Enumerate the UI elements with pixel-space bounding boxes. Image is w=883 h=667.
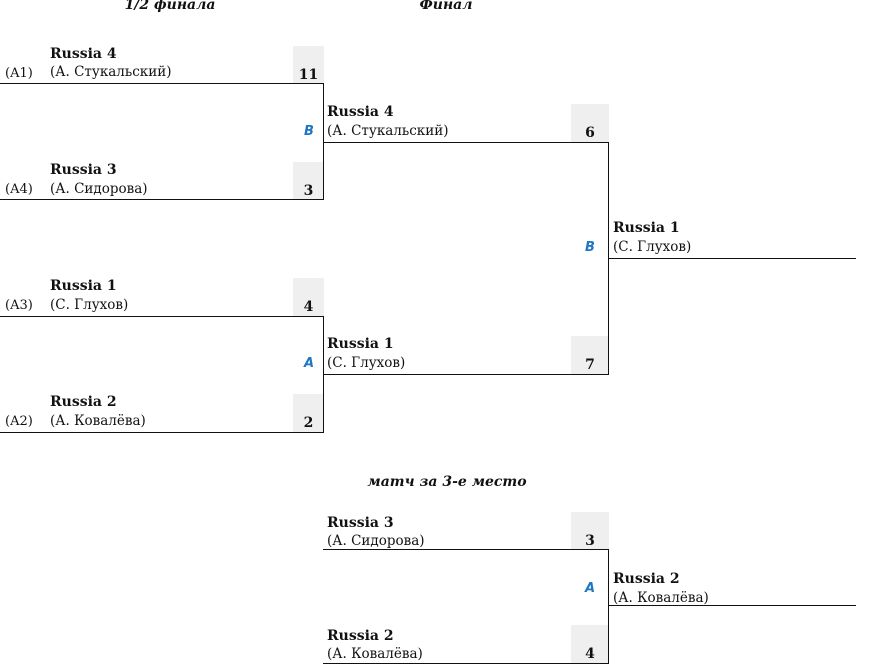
score-cell: 4 (293, 278, 324, 316)
score-cell: 6 (571, 104, 609, 142)
court-label: A (303, 356, 315, 371)
score-cell: 4 (571, 625, 609, 663)
team-name: Russia 4 (50, 46, 117, 62)
team-name: Russia 4 (327, 104, 394, 120)
seed-label: (A3) (5, 298, 33, 313)
bracket-connector (323, 83, 324, 200)
bracket-line (0, 316, 324, 317)
team-name: Russia 1 (327, 336, 394, 352)
player-name: (А. Сидорова) (327, 533, 425, 549)
player-name: (С. Глухов) (327, 355, 406, 371)
team-name: Russia 3 (50, 162, 117, 178)
bracket-line (0, 199, 324, 200)
score-cell: 3 (571, 512, 609, 550)
semifinal-header: 1/2 финала (124, 0, 216, 13)
team-name: Russia 2 (327, 628, 394, 644)
player-name: (А. Сидорова) (50, 181, 148, 197)
winner-player-name: (С. Глухов) (613, 239, 692, 255)
bracket-line (323, 663, 609, 664)
player-name: (А. Ковалёва) (50, 413, 146, 429)
score-cell: 2 (293, 394, 324, 432)
score-cell: 7 (571, 336, 609, 374)
bracket-line (323, 142, 609, 143)
bracket-line (608, 605, 856, 606)
team-name: Russia 2 (50, 394, 117, 410)
winner-team-name: Russia 1 (613, 220, 680, 236)
player-name: (С. Глухов) (50, 297, 129, 313)
winner-player-name: (А. Ковалёва) (613, 590, 709, 606)
team-name: Russia 3 (327, 515, 394, 531)
bracket-line (0, 432, 324, 433)
player-name: (А. Стукальский) (50, 64, 172, 80)
seed-label: (A1) (5, 66, 33, 81)
bracket-line (0, 83, 324, 84)
bracket-line (323, 549, 609, 550)
bracket-line (323, 374, 609, 375)
player-name: (А. Ковалёва) (327, 646, 423, 662)
court-label: B (304, 124, 314, 139)
court-label: B (585, 240, 595, 255)
seed-label: (A2) (5, 414, 33, 429)
third-place-header: матч за 3-е место (367, 474, 527, 490)
score-cell: 3 (293, 162, 324, 200)
court-label: A (584, 581, 596, 596)
player-name: (А. Стукальский) (327, 123, 449, 139)
bracket-connector (608, 549, 609, 664)
final-header: Финал (419, 0, 473, 13)
team-name: Russia 1 (50, 278, 117, 294)
seed-label: (A4) (5, 182, 33, 197)
winner-team-name: Russia 2 (613, 571, 680, 587)
score-cell: 11 (293, 46, 324, 84)
bracket-line (608, 258, 856, 259)
